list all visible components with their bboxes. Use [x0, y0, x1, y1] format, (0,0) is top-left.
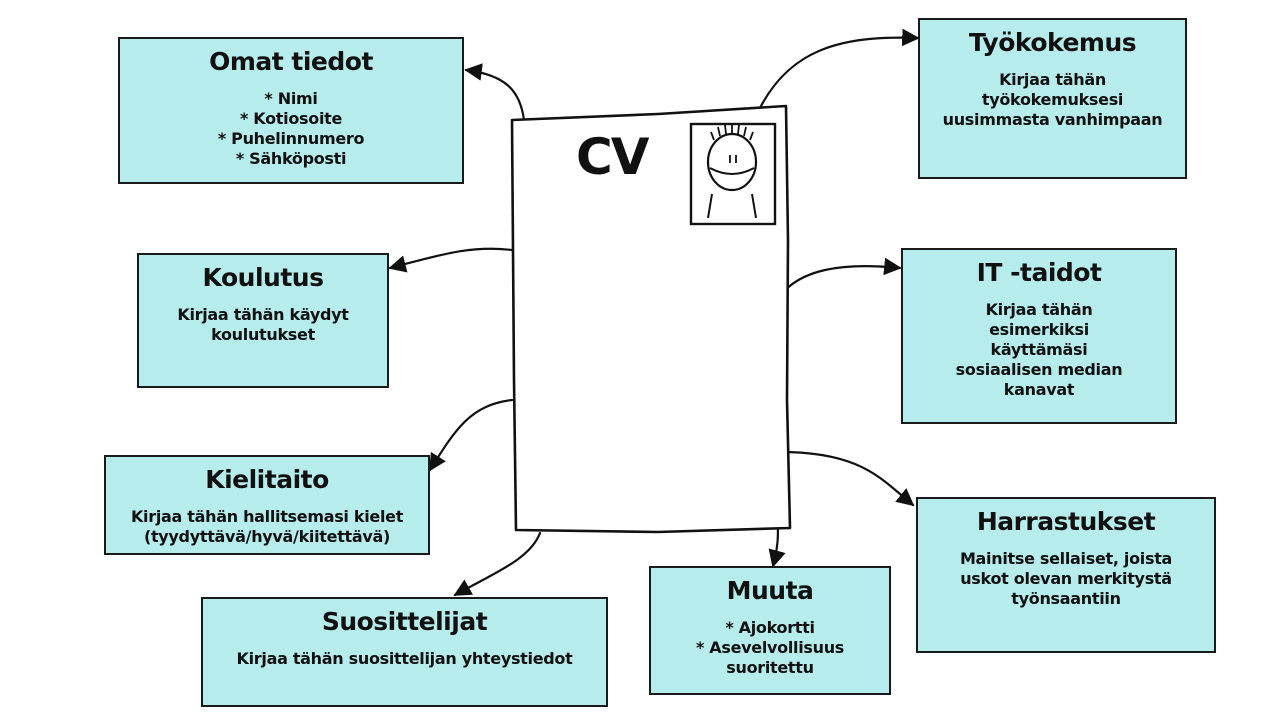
- list-item: * Asevelvollisuus suoritettu: [695, 638, 845, 677]
- box-title: Koulutus: [202, 263, 324, 292]
- box-tyokokemus: Työkokemus Kirjaa tähän työkokemuksesi u…: [918, 18, 1187, 179]
- cv-document-icon: [510, 104, 792, 534]
- arrow-omat-tiedot: [464, 63, 526, 122]
- box-text: Mainitse sellaiset, joista uskot olevan …: [959, 549, 1173, 608]
- box-it-taidot: IT -taidot Kirjaa tähän esimerkiksi käyt…: [901, 248, 1177, 424]
- arrow-harrastukset: [768, 450, 915, 507]
- arrow-suosittelijat: [453, 531, 542, 597]
- cv-title: CV: [576, 128, 649, 186]
- box-omat-tiedot: Omat tiedot * Nimi * Kotiosoite * Puheli…: [118, 37, 464, 184]
- box-title: Muuta: [726, 576, 814, 605]
- arrow-tyokokemus: [758, 28, 920, 110]
- box-title: Työkokemus: [968, 28, 1137, 57]
- box-text: Kirjaa tähän esimerkiksi käyttämäsi sosi…: [955, 300, 1123, 399]
- box-text: Kirjaa tähän työkokemuksesi uusimmasta v…: [942, 70, 1163, 129]
- box-title: Omat tiedot: [209, 47, 373, 76]
- item-list: * Ajokortti * Asevelvollisuus suoritettu: [661, 618, 879, 678]
- box-title: Kielitaito: [205, 465, 329, 494]
- box-text: Kirjaa tähän käydyt koulutukset: [177, 305, 349, 344]
- list-item: * Nimi: [264, 89, 318, 108]
- portrait-photo-icon: [689, 122, 777, 226]
- arrow-kielitaito: [428, 398, 514, 472]
- arrow-it-taidot: [778, 257, 902, 298]
- box-title: IT -taidot: [976, 258, 1102, 287]
- box-title: Suosittelijat: [321, 607, 488, 636]
- box-kielitaito: Kielitaito Kirjaa tähän hallitsemasi kie…: [104, 455, 430, 555]
- list-item: * Kotiosoite: [239, 109, 343, 128]
- box-suosittelijat: Suosittelijat Kirjaa tähän suosittelijan…: [201, 597, 608, 707]
- box-text: Kirjaa tähän suosittelijan yhteystiedot: [236, 649, 573, 668]
- box-harrastukset: Harrastukset Mainitse sellaiset, joista …: [916, 497, 1216, 653]
- list-item: * Sähköposti: [235, 149, 347, 168]
- box-muuta: Muuta * Ajokortti * Asevelvollisuus suor…: [649, 566, 891, 695]
- box-text: Kirjaa tähän hallitsemasi kielet (tyydyt…: [130, 507, 404, 546]
- list-item: * Ajokortti: [725, 618, 815, 637]
- arrow-koulutus: [388, 247, 514, 273]
- list-item: * Puhelinnumero: [217, 129, 365, 148]
- box-koulutus: Koulutus Kirjaa tähän käydyt koulutukset: [137, 253, 389, 388]
- item-list: * Nimi * Kotiosoite * Puhelinnumero * Sä…: [130, 89, 452, 169]
- box-title: Harrastukset: [976, 507, 1156, 536]
